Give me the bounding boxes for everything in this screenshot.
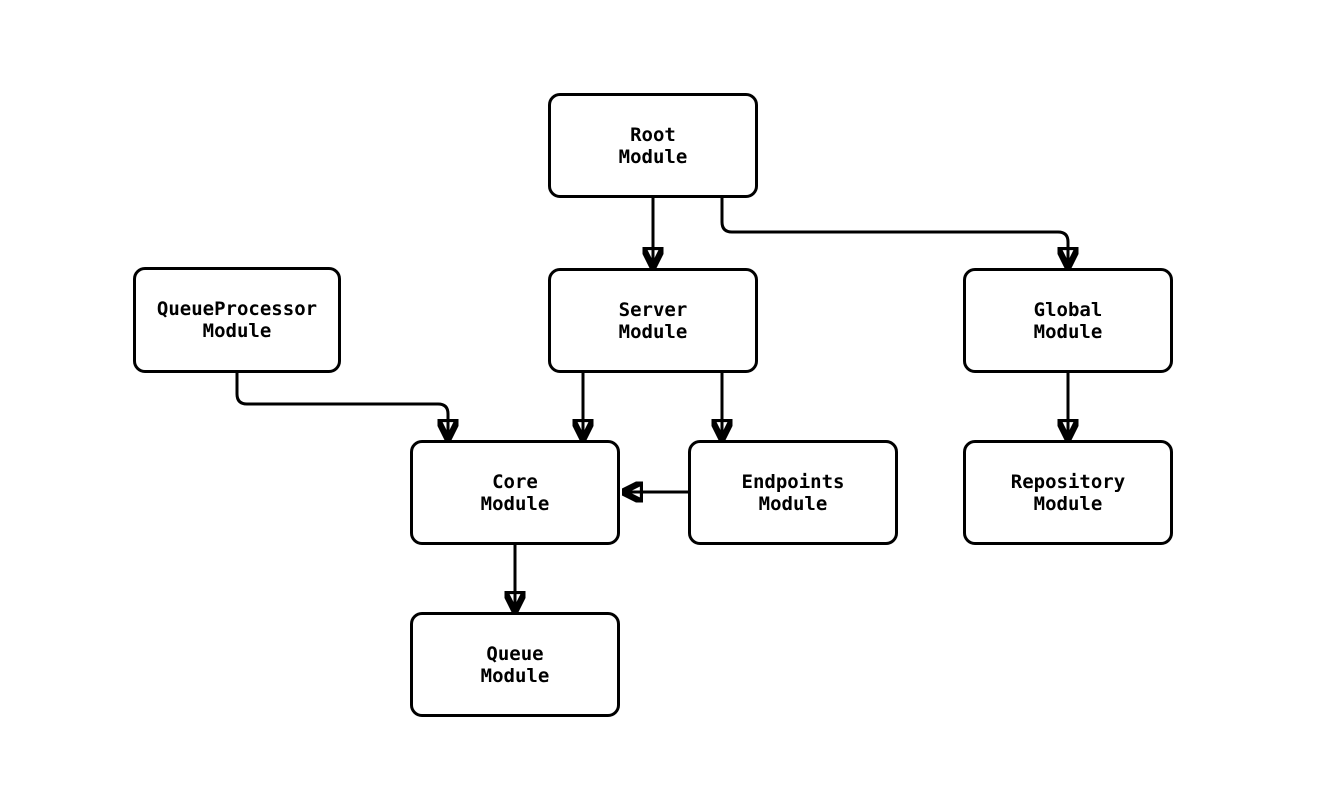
node-queueprocessor-module-label: QueueProcessor Module bbox=[156, 298, 318, 342]
node-endpoints-module-label: Endpoints Module bbox=[741, 470, 845, 515]
edge-root-to-global bbox=[720, 198, 1068, 268]
node-queue-module-label: Queue Module bbox=[480, 642, 550, 687]
node-core-module-label: Core Module bbox=[480, 470, 550, 515]
edge-queueprocessor-to-core bbox=[235, 373, 448, 440]
node-repository-module-label: Repository Module bbox=[1010, 470, 1126, 515]
node-root-module: Root Module bbox=[548, 93, 758, 198]
node-root-module-label: Root Module bbox=[618, 123, 688, 168]
node-repository-module: Repository Module bbox=[963, 440, 1173, 545]
node-core-module: Core Module bbox=[410, 440, 620, 545]
node-queue-module: Queue Module bbox=[410, 612, 620, 717]
node-queueprocessor-module: QueueProcessor Module bbox=[133, 267, 341, 373]
node-server-module-label: Server Module bbox=[618, 298, 688, 343]
node-server-module: Server Module bbox=[548, 268, 758, 373]
node-global-module: Global Module bbox=[963, 268, 1173, 373]
node-global-module-label: Global Module bbox=[1033, 298, 1103, 343]
node-endpoints-module: Endpoints Module bbox=[688, 440, 898, 545]
